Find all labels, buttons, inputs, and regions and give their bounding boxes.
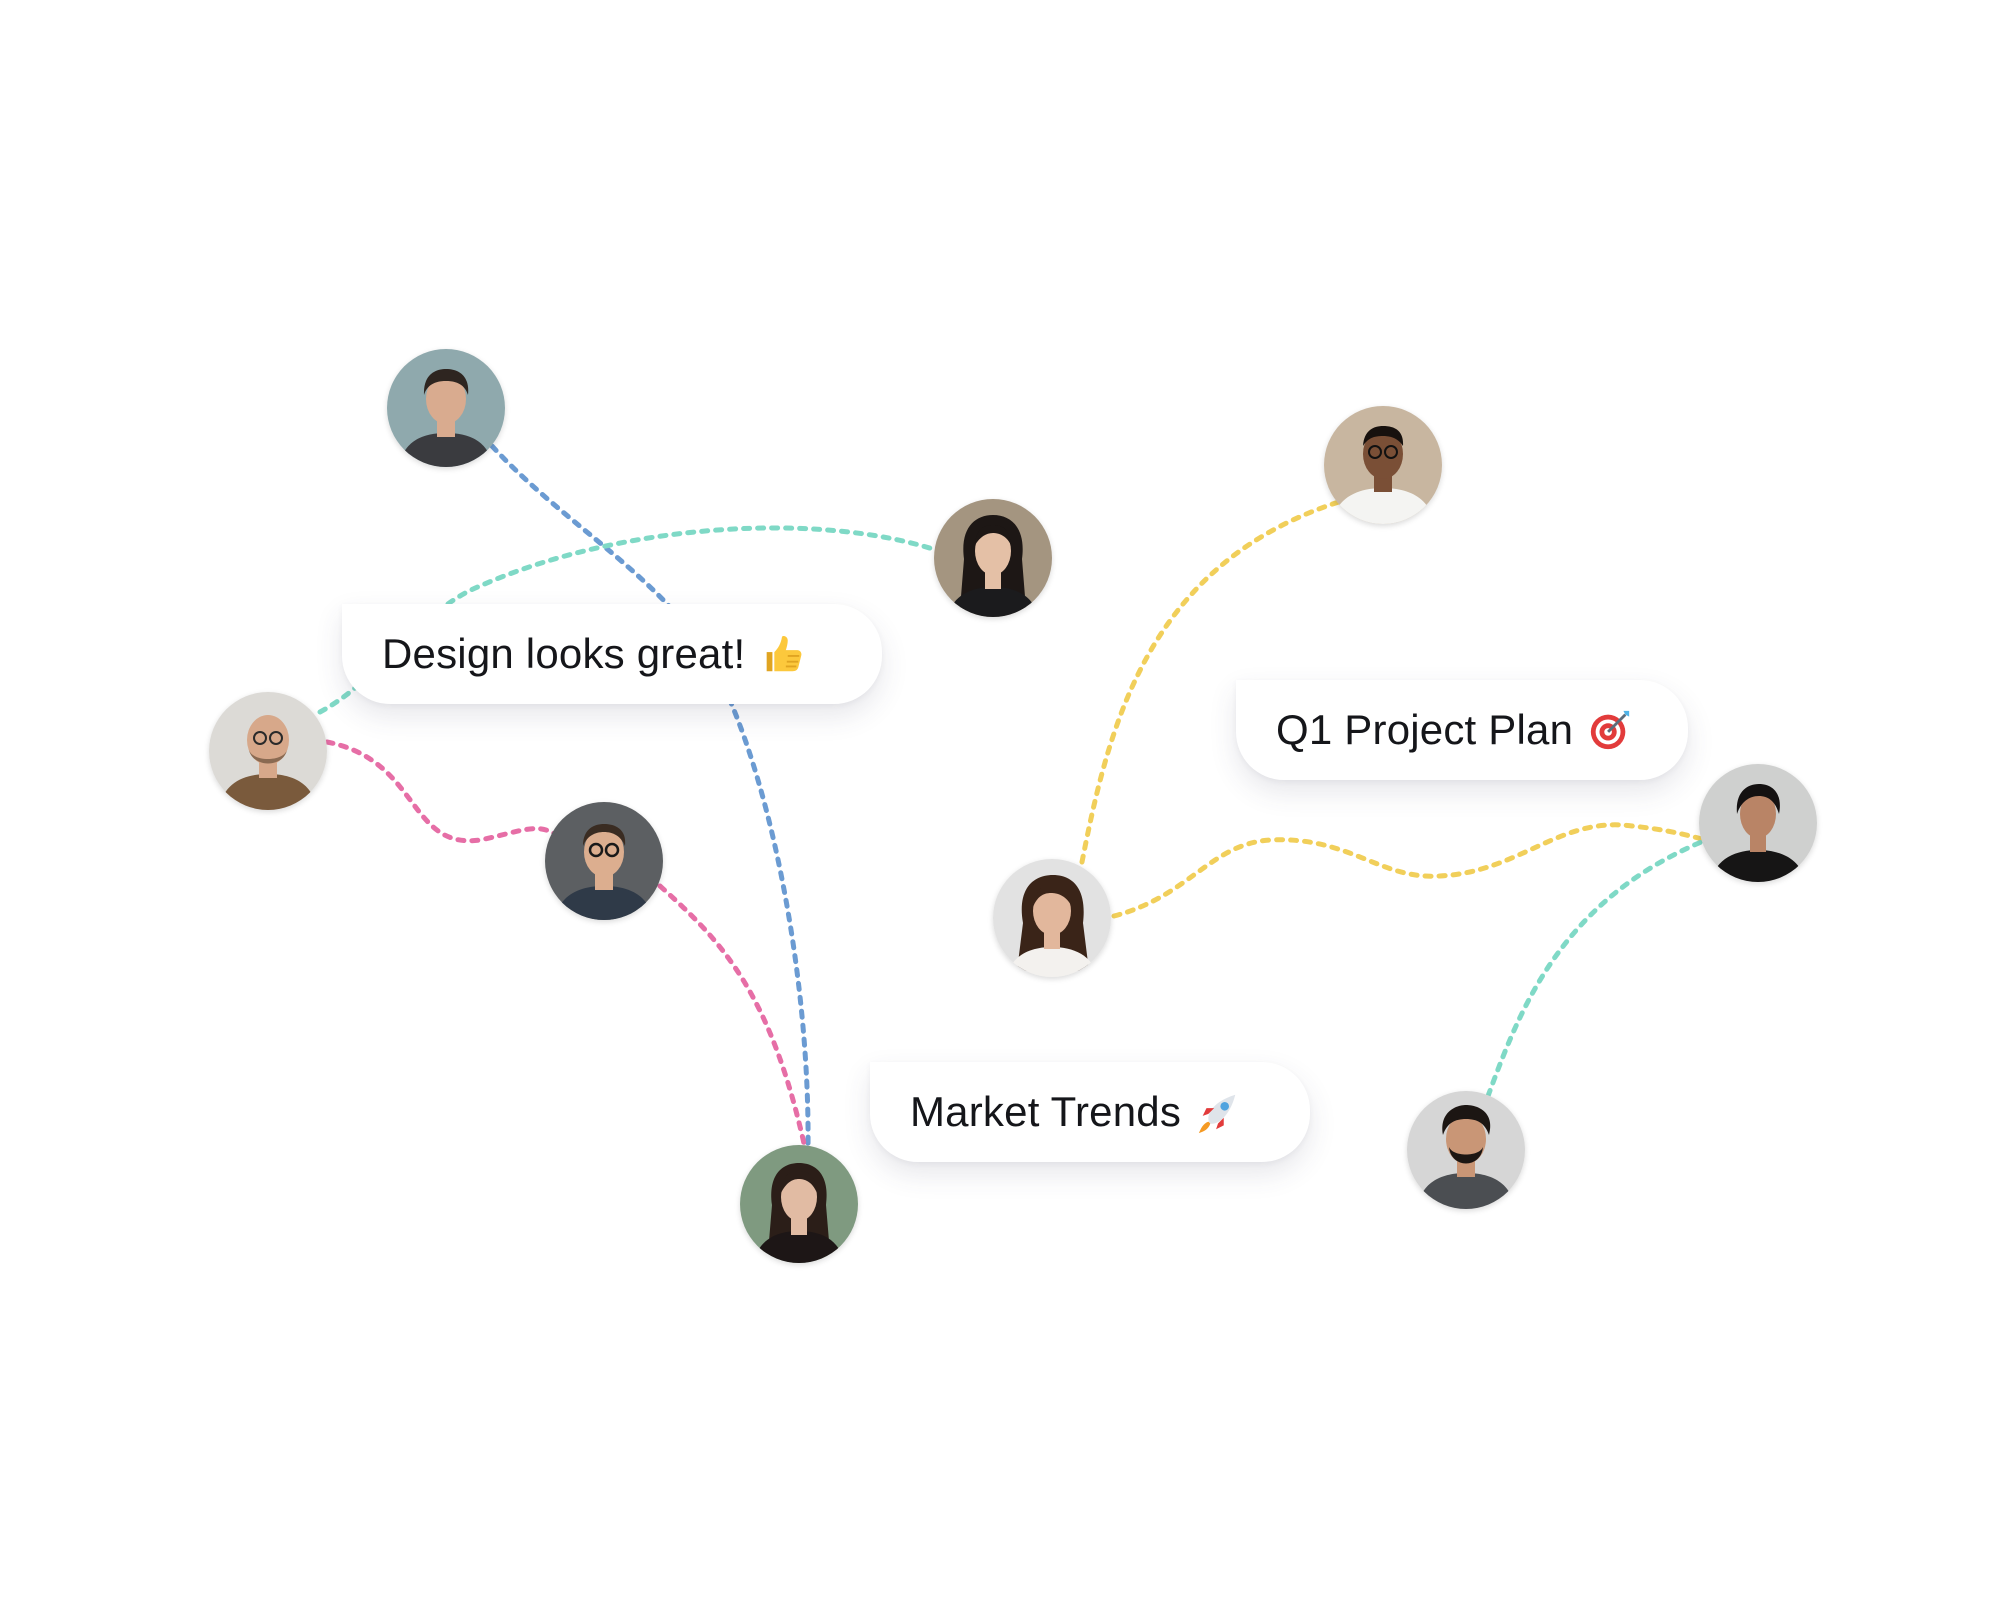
link-p3-p2	[317, 525, 945, 715]
link-p9-p8	[1485, 837, 1709, 1099]
link-p1-p5	[489, 443, 811, 1151]
link-p7-p6	[1079, 497, 1348, 865]
avatar-man-bald-glasses[interactable]	[209, 692, 327, 810]
avatar-woman-short-hair[interactable]	[1699, 764, 1817, 882]
bubble-market[interactable]: Market Trends	[870, 1062, 1310, 1162]
bubble-plan-text: Q1 Project Plan	[1276, 706, 1574, 753]
avatar-man-curly-hair[interactable]	[387, 349, 505, 467]
thumbs-up-icon	[759, 631, 805, 677]
bubble-design[interactable]: Design looks great!	[342, 604, 882, 704]
avatar-man-white-shirt[interactable]	[1324, 406, 1442, 524]
avatar-man-glasses-smiling[interactable]	[545, 802, 663, 920]
bubble-plan[interactable]: Q1 Project Plan	[1236, 680, 1688, 780]
link-p7-p8	[1111, 822, 1709, 919]
target-icon	[1587, 707, 1633, 753]
rocket-icon	[1195, 1089, 1241, 1135]
link-p4-p5	[657, 883, 808, 1151]
bubble-design-text: Design looks great!	[382, 630, 746, 677]
avatar-woman-dark-hair[interactable]	[934, 499, 1052, 617]
avatar-man-beard[interactable]	[1407, 1091, 1525, 1209]
avatar-woman-smiling[interactable]	[993, 859, 1111, 977]
link-p3-p4	[324, 739, 563, 844]
bubble-market-text: Market Trends	[910, 1088, 1182, 1135]
avatar-woman-black-turtleneck[interactable]	[740, 1145, 858, 1263]
